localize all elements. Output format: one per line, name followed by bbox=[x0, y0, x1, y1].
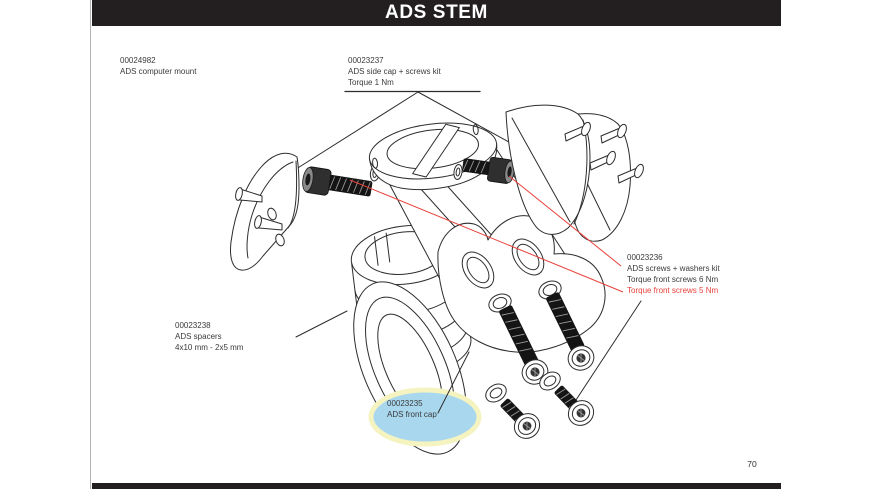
part-name: ADS side cap + screws kit bbox=[348, 67, 441, 76]
page-header: ADS STEM bbox=[92, 0, 781, 26]
computer-mount-part bbox=[230, 152, 300, 271]
page-number: 70 bbox=[747, 459, 757, 469]
leader-lines-red bbox=[349, 175, 624, 293]
mount-screw-icon bbox=[235, 187, 263, 203]
label-side-cap: 00023237 ADS side cap + screws kit Torqu… bbox=[348, 55, 441, 88]
part-name: ADS screws + washers kit bbox=[627, 264, 720, 273]
loose-washer-icon bbox=[485, 383, 507, 403]
label-computer-mount: 00024982 ADS computer mount bbox=[120, 55, 196, 77]
front-cap-leader-line bbox=[437, 351, 470, 414]
side-cap-screw-icon bbox=[589, 150, 616, 171]
page-left-edge bbox=[90, 0, 91, 489]
part-size: 4x10 mm - 2x5 mm bbox=[175, 343, 244, 352]
side-bolt-left-icon bbox=[302, 166, 373, 197]
part-number: 00024982 bbox=[120, 56, 156, 65]
part-number: 00023235 bbox=[387, 399, 423, 408]
label-front-cap: 00023235 ADS front cap bbox=[387, 398, 437, 420]
part-name: ADS spacers bbox=[175, 332, 222, 341]
part-number: 00023238 bbox=[175, 321, 211, 330]
mount-screw-icon bbox=[254, 215, 283, 231]
label-spacers: 00023238 ADS spacers 4x10 mm - 2x5 mm bbox=[175, 320, 243, 353]
side-bolt-right-icon bbox=[462, 157, 515, 184]
side-cap-screw-icon bbox=[600, 123, 627, 144]
front-bolt-installed-icon bbox=[546, 292, 595, 371]
torque-note-red: Torque front screws 5 Nm bbox=[627, 286, 719, 295]
loose-washer-icon bbox=[539, 371, 561, 391]
front-cap-highlight bbox=[368, 387, 482, 447]
label-screws-washers: 00023236 ADS screws + washers kit Torque… bbox=[627, 252, 720, 296]
torque-note: Torque 1 Nm bbox=[348, 78, 394, 87]
side-cap-part bbox=[505, 104, 644, 242]
torque-note: Torque front screws 6 Nm bbox=[627, 275, 719, 284]
side-cap-screw-icon bbox=[617, 163, 644, 184]
side-cap-screw-icon bbox=[564, 121, 591, 142]
part-name: ADS computer mount bbox=[120, 67, 197, 76]
part-number: 00023236 bbox=[627, 253, 663, 262]
part-name: ADS front cap bbox=[387, 410, 437, 419]
loose-bolt-icon bbox=[554, 385, 595, 426]
loose-bolt-icon bbox=[500, 398, 541, 439]
page-title: ADS STEM bbox=[385, 2, 488, 23]
part-number: 00023237 bbox=[348, 56, 384, 65]
page-footer-rule bbox=[92, 483, 781, 489]
washer-icon bbox=[453, 164, 463, 180]
